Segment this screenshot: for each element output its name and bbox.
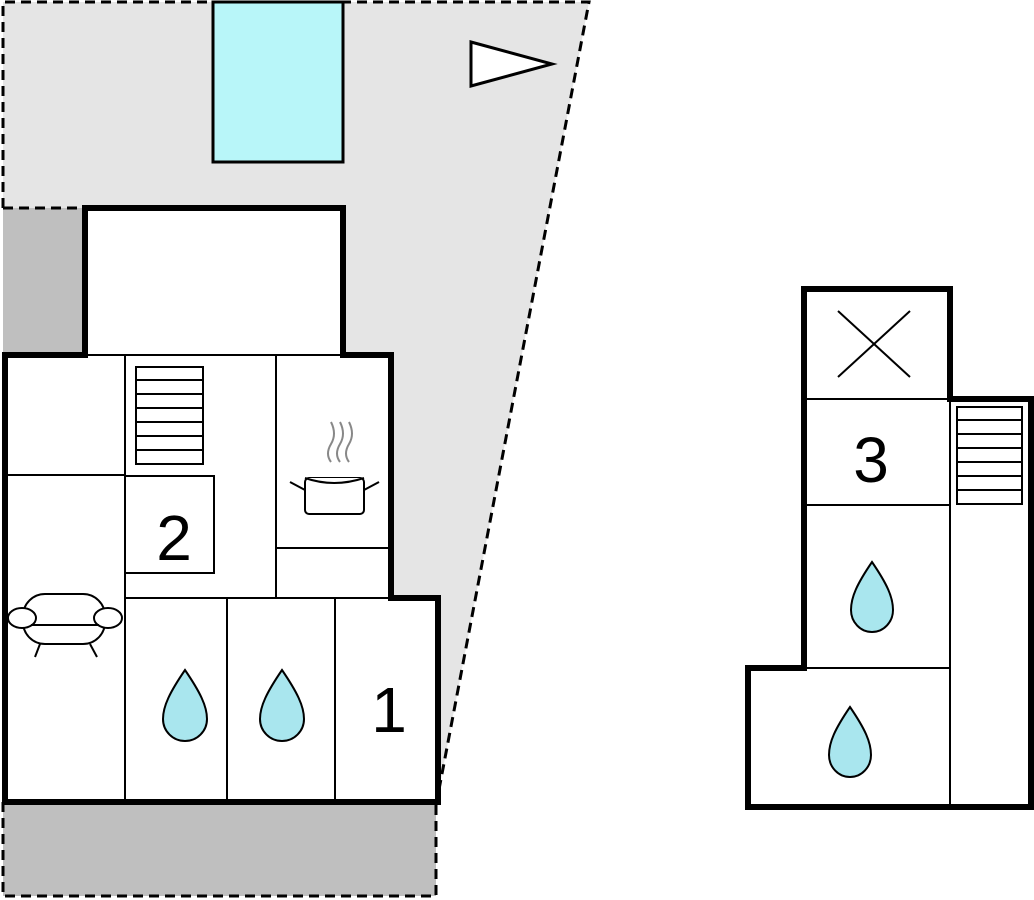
void-cross-icon [837, 310, 911, 378]
bedroom-number-3: 3 [853, 424, 889, 496]
left-building-walls [2, 205, 441, 805]
compass-arrow-icon [469, 40, 558, 88]
stairs-icon [135, 366, 204, 465]
water-drop-icon [849, 560, 895, 633]
stairs-icon [956, 406, 1023, 505]
shaded-area-left [3, 208, 85, 356]
shaded-outline-bottom [1, 802, 438, 898]
right-interior-walls [804, 398, 951, 807]
right-building-floor [748, 289, 1031, 807]
bedroom-number-1: 1 [371, 674, 407, 746]
water-drop-icon [827, 705, 873, 778]
shaded-area-bottom [3, 802, 436, 896]
bedroom-number-2: 2 [156, 502, 192, 574]
left-building-floor [5, 208, 438, 802]
interior-walls [5, 354, 438, 802]
water-drop-icon [258, 668, 306, 742]
sofa-icon [7, 593, 123, 658]
pool [211, 0, 345, 164]
right-building-walls [745, 286, 1034, 810]
water-drop-icon [161, 668, 209, 742]
cooking-pot-icon [289, 421, 380, 515]
